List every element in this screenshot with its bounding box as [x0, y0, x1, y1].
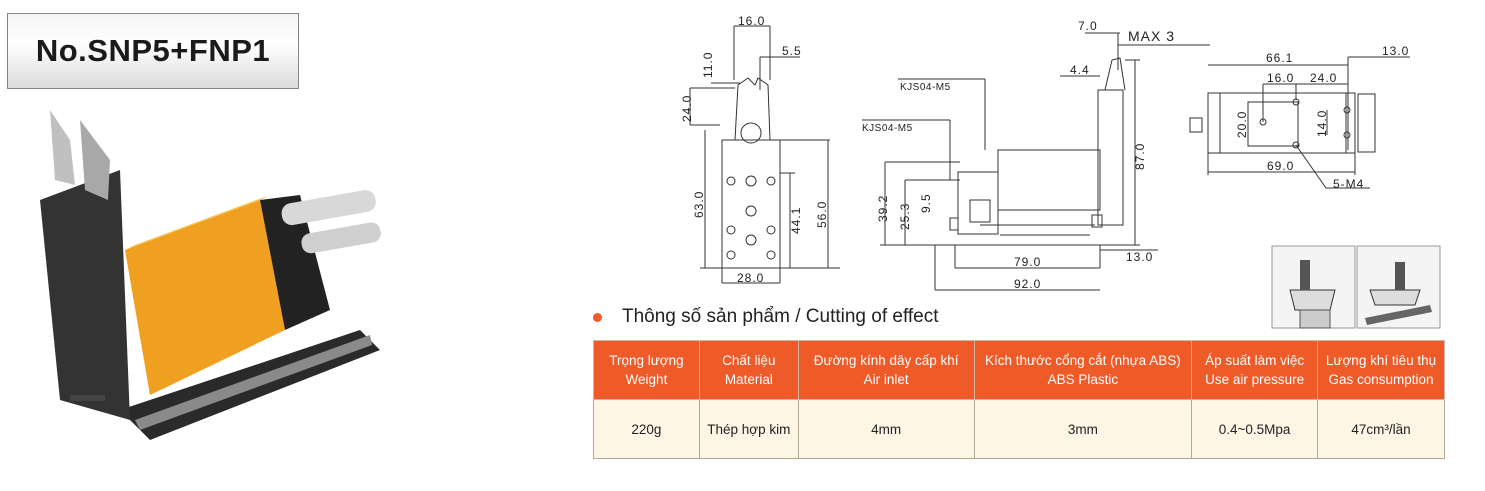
svg-text:5.5: 5.5: [782, 44, 802, 58]
svg-text:79.0: 79.0: [1014, 255, 1041, 269]
svg-text:9.5: 9.5: [919, 193, 933, 213]
svg-text:69.0: 69.0: [1267, 159, 1294, 173]
section-heading: Thông số sản phẩm / Cutting of effect: [593, 306, 939, 328]
usage-photo-1: [1271, 245, 1356, 329]
usage-photo-2: [1356, 245, 1441, 329]
svg-text:25.3: 25.3: [898, 203, 912, 230]
cell-material: Thép hợp kim: [698, 399, 799, 459]
model-title-box: No.SNP5+FNP1: [7, 13, 299, 89]
svg-text:28.0: 28.0: [737, 271, 764, 285]
header-cut-size: Kích thước cổng cắt (nhựa ABS)ABS Plasti…: [973, 340, 1193, 400]
svg-text:92.0: 92.0: [1014, 277, 1041, 291]
svg-text:16.0: 16.0: [738, 14, 765, 28]
svg-text:4.4: 4.4: [1070, 63, 1090, 77]
cell-cut-size: 3mm: [973, 399, 1193, 459]
svg-text:7.0: 7.0: [1078, 19, 1098, 33]
cell-air-inlet: 4mm: [797, 399, 975, 459]
svg-text:MAX 3: MAX 3: [1128, 28, 1175, 44]
svg-text:KJS04-M5: KJS04-M5: [862, 123, 913, 134]
svg-text:39.2: 39.2: [876, 195, 890, 222]
svg-text:20.0: 20.0: [1235, 111, 1249, 138]
front-view-drawing: [689, 25, 840, 284]
svg-text:56.0: 56.0: [815, 201, 829, 228]
product-photo: [40, 110, 381, 440]
bullet-icon: [593, 312, 602, 322]
svg-text:24.0: 24.0: [680, 95, 694, 122]
table-row: 220g Thép hợp kim 4mm 3mm 0.4~0.5Mpa 47c…: [593, 399, 1445, 459]
model-title: No.SNP5+FNP1: [35, 33, 271, 68]
cell-weight: 220g: [593, 399, 700, 459]
side-view-drawing: [862, 32, 1210, 291]
svg-text:87.0: 87.0: [1133, 143, 1147, 170]
top-view-drawing: [1189, 56, 1410, 189]
svg-text:11.0: 11.0: [701, 52, 715, 78]
svg-text:16.0: 16.0: [1267, 71, 1294, 85]
cell-gas: 47cm³/lần: [1317, 399, 1445, 459]
svg-text:24.0: 24.0: [1310, 71, 1337, 85]
svg-text:14.0: 14.0: [1315, 110, 1329, 137]
svg-text:5-M4: 5-M4: [1333, 177, 1364, 191]
svg-text:KJS04-M5: KJS04-M5: [900, 82, 951, 93]
svg-text:63.0: 63.0: [692, 191, 706, 218]
svg-text:13.0: 13.0: [1382, 44, 1409, 58]
svg-text:66.1: 66.1: [1266, 51, 1293, 65]
svg-text:13.0: 13.0: [1126, 250, 1153, 264]
cell-pressure: 0.4~0.5Mpa: [1191, 399, 1319, 459]
svg-text:44.1: 44.1: [789, 207, 803, 234]
